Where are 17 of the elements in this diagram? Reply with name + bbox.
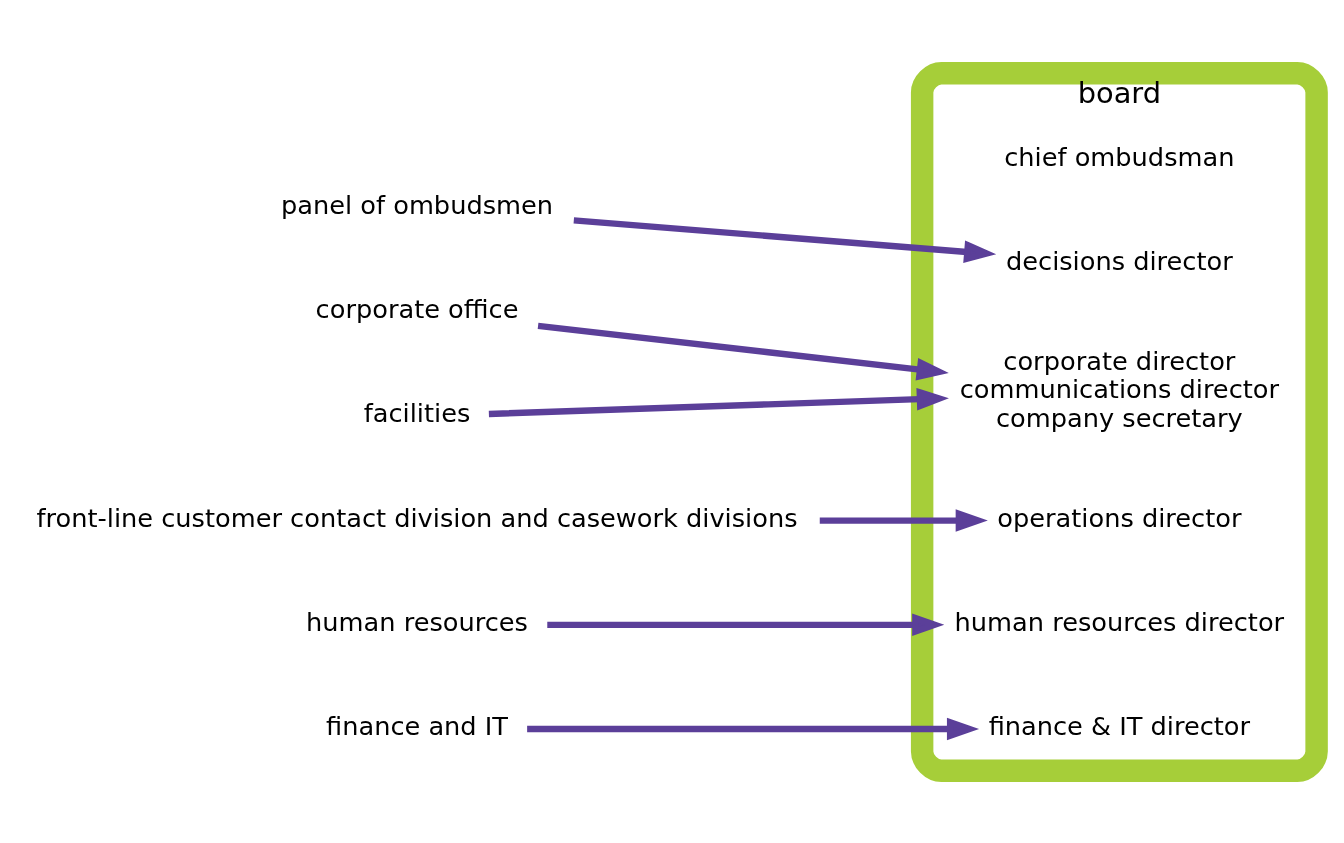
arrow	[537, 322, 949, 380]
node-text: facilities	[363, 397, 471, 428]
node-text: panel of ombudsmen	[281, 189, 554, 220]
node-text: operations director	[997, 502, 1242, 533]
node-text: human resources	[306, 606, 528, 637]
node-text: front-line customer contact division and casework divisions	[36, 502, 798, 533]
node-text: human resources director	[954, 606, 1285, 637]
arrow	[547, 613, 945, 636]
arrow	[488, 387, 949, 417]
node-text: finance and IT	[326, 710, 509, 741]
arrow	[573, 216, 997, 263]
node-text: decisions director	[1006, 245, 1233, 276]
arrow	[819, 508, 988, 532]
node-text: corporate office	[315, 293, 519, 324]
node-text: finance & IT director	[988, 710, 1251, 741]
node-text: chief ombudsman	[1004, 141, 1235, 172]
node-text: corporate director communications director company secretary	[959, 345, 1280, 433]
